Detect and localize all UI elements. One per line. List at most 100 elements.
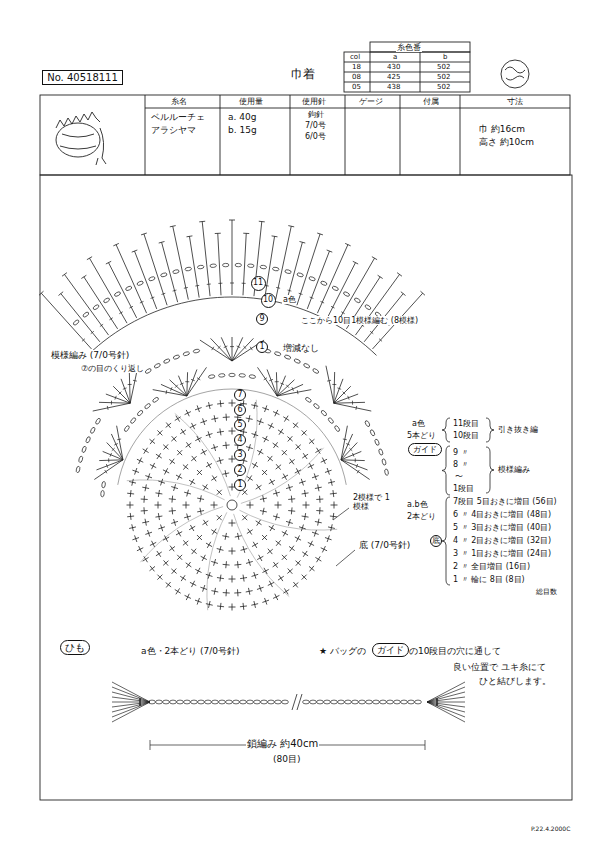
chain-stitch — [364, 304, 371, 310]
single-crochet — [318, 484, 319, 491]
single-crochet — [257, 556, 263, 559]
single-crochet — [314, 473, 316, 480]
tall-stitch — [132, 250, 138, 252]
tall-stitch — [243, 233, 249, 234]
shell-stitch — [232, 337, 243, 361]
shell-stitch — [106, 464, 107, 468]
shell-stitch — [153, 390, 187, 396]
single-crochet — [185, 595, 191, 598]
shell-stitch — [113, 386, 130, 403]
single-crochet — [289, 459, 295, 463]
table-cell: 付属 — [422, 97, 440, 106]
tall-stitch — [370, 331, 373, 334]
single-crochet — [185, 412, 191, 415]
shell-stitch — [111, 401, 112, 405]
shell-stitch — [211, 338, 232, 361]
single-crochet — [157, 430, 162, 435]
tall-stitch — [310, 297, 314, 298]
single-crochet — [183, 465, 188, 469]
single-crochet — [171, 507, 173, 514]
chart-note: ⑦の目のくり返し — [80, 364, 145, 373]
strap-chain — [156, 700, 163, 704]
single-crochet — [158, 502, 159, 509]
single-crochet — [171, 569, 176, 574]
chain-stitch — [103, 297, 110, 303]
single-crochet — [278, 576, 284, 580]
single-crochet — [293, 423, 297, 428]
chain-stitch — [284, 354, 291, 359]
tall-stitch — [259, 221, 265, 223]
shell-stitch — [175, 385, 178, 388]
single-crochet — [206, 574, 213, 576]
single-crochet — [223, 564, 230, 566]
chain-stitch — [374, 439, 380, 446]
single-crochet — [242, 490, 247, 495]
single-crochet — [148, 473, 150, 480]
single-crochet — [187, 490, 189, 497]
shell-stitch — [341, 459, 365, 461]
single-crochet — [252, 434, 259, 436]
single-crochet — [223, 444, 230, 446]
single-crochet — [301, 525, 303, 532]
single-crochet — [290, 459, 294, 465]
tassel — [427, 702, 465, 703]
increase-line — [241, 448, 324, 504]
single-crochet — [282, 555, 287, 560]
strap-chain — [198, 700, 205, 704]
note: a色 — [411, 419, 426, 428]
single-crochet — [276, 514, 278, 521]
shell-stitch — [165, 390, 167, 394]
single-crochet — [257, 484, 261, 490]
single-crochet — [157, 575, 162, 580]
single-crochet — [192, 456, 196, 461]
table-cell: b — [442, 53, 448, 61]
tassel — [112, 702, 150, 717]
row-note: 5 〃 3目おきに増目 (40目) — [452, 523, 552, 532]
tall-stitch — [327, 263, 355, 318]
single-crochet — [288, 436, 293, 441]
tall-stitch — [141, 233, 147, 235]
shell-stitch — [267, 369, 277, 396]
tall-stitch — [61, 294, 100, 342]
tall-stitch — [215, 233, 221, 234]
single-crochet — [288, 569, 293, 574]
single-crochet — [317, 556, 321, 562]
single-crochet — [278, 430, 284, 434]
single-crochet — [166, 583, 171, 587]
chain-stitch — [320, 410, 327, 417]
tall-stitch — [243, 233, 246, 295]
shell-stitch — [133, 380, 137, 382]
single-crochet — [130, 502, 131, 509]
single-crochet — [171, 496, 173, 503]
table-rule — [370, 52, 371, 92]
row-number: 5 — [234, 419, 246, 431]
tall-stitch — [397, 273, 402, 277]
single-crochet — [177, 555, 182, 560]
tall-stitch — [229, 220, 235, 221]
single-crochet — [161, 479, 163, 486]
shell-stitch — [115, 396, 116, 400]
single-crochet — [172, 569, 177, 574]
break-mark — [292, 694, 297, 710]
strap-chain — [373, 700, 380, 704]
shell-stitch — [187, 367, 207, 396]
single-crochet — [211, 476, 217, 480]
tall-stitch — [207, 284, 211, 285]
table-cell: 430 — [386, 63, 401, 71]
shell-stitch — [180, 383, 184, 385]
dimension-line — [425, 740, 426, 750]
node-text: 1 — [237, 481, 242, 489]
dimension-label: (80目) — [272, 754, 301, 764]
single-crochet — [276, 540, 280, 545]
single-crochet — [242, 515, 247, 520]
single-crochet — [200, 495, 201, 502]
chain-stitch — [294, 358, 301, 364]
node-text: 10 — [263, 296, 273, 304]
single-crochet — [175, 417, 181, 421]
strap-note: の10段目の穴に通して — [408, 646, 502, 656]
strap-note: ひと結びします。 — [478, 676, 552, 686]
row-note: 3 〃 1目おきに増目 (24目) — [452, 549, 552, 558]
table-cell: ゲージ — [358, 97, 384, 106]
slip-row — [118, 389, 346, 485]
